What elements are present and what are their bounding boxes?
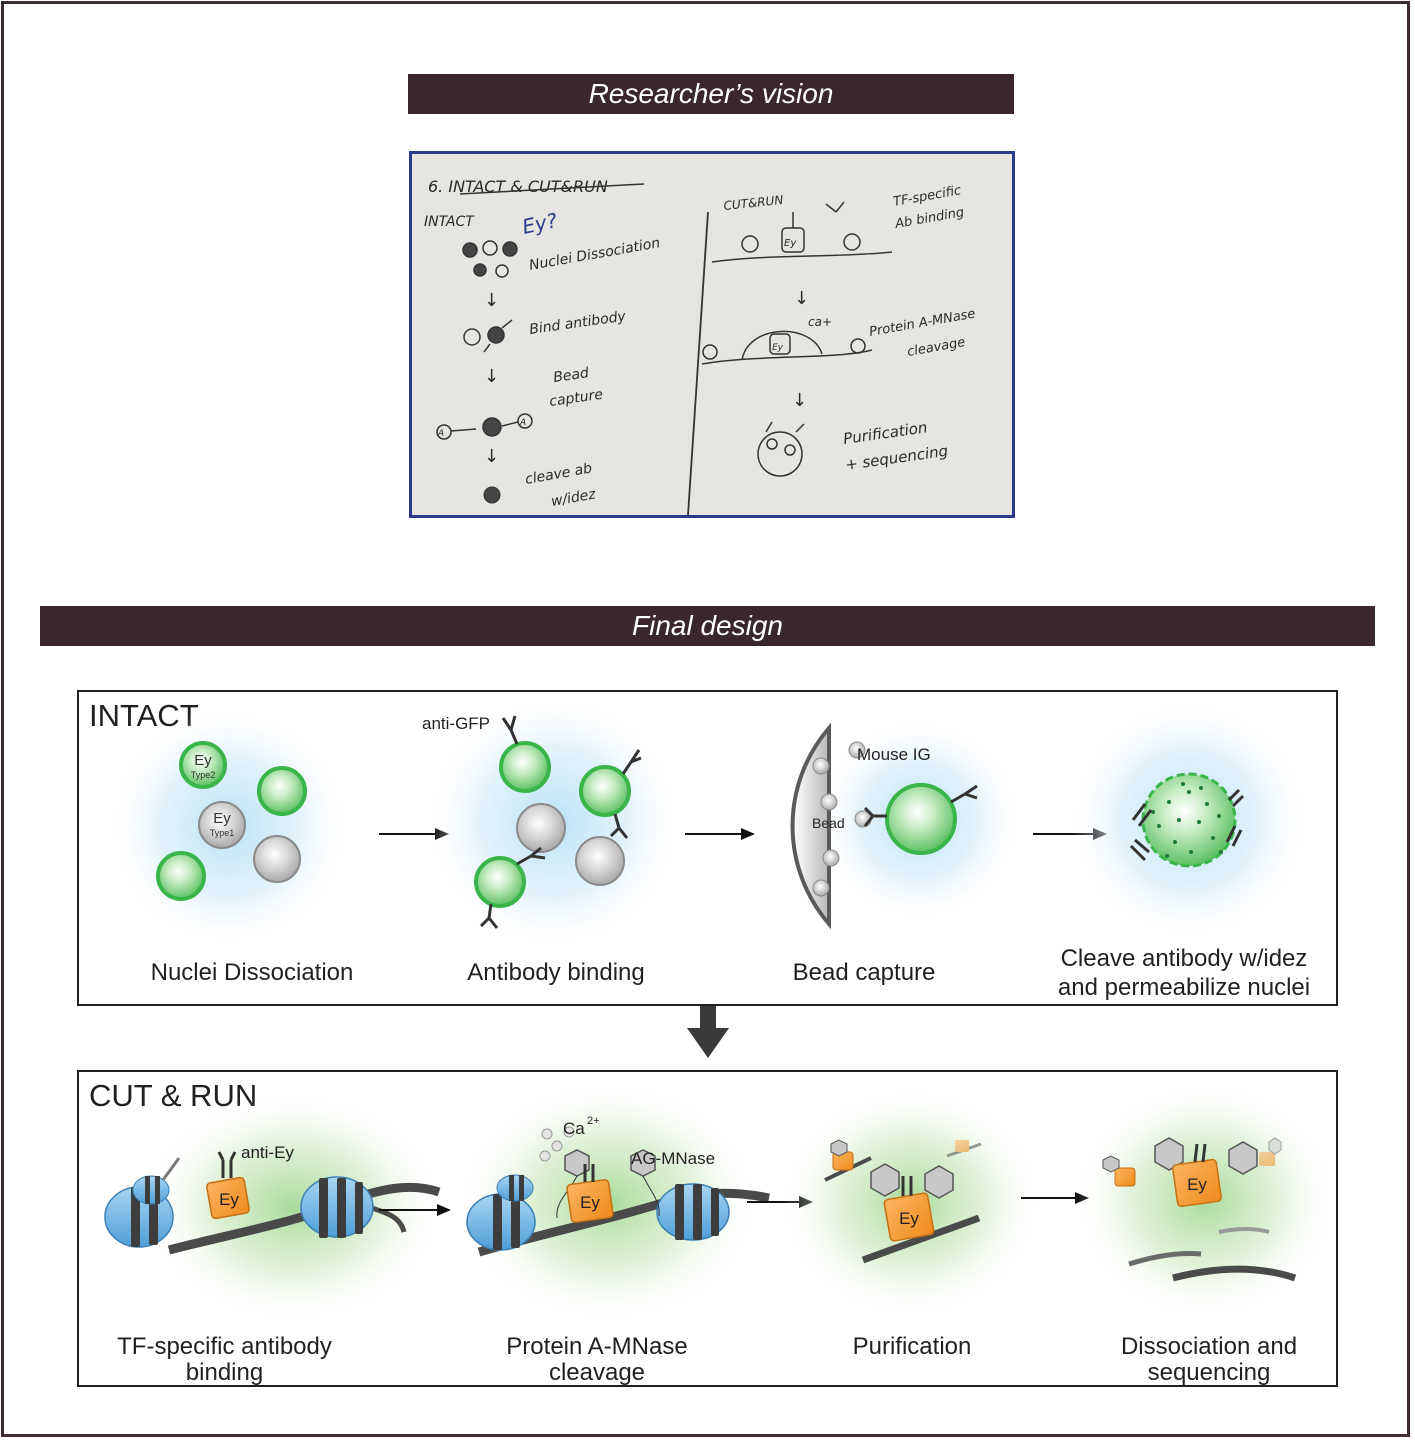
ag-mnase-label: AG-MNase [631,1149,715,1168]
sketch-title: 6. INTACT & CUT&RUN [428,177,608,196]
sketch-bead-letter-left: A [437,429,444,439]
ey-label: Ey [1187,1175,1207,1194]
grey-nucleus [254,836,300,882]
type2-label: Type2 [191,770,216,780]
intact-panel: INTACT Ey [77,690,1338,1006]
green-nucleus [476,858,524,906]
nucleosome-icon [657,1184,729,1240]
green-nucleus [259,768,305,814]
bead-particle [821,794,837,810]
ey-label: Ey [899,1209,919,1228]
sketch-bead-letter-right: A [519,418,526,428]
ey-type1-label: Ey [213,810,231,827]
down-arrow-icon [687,1006,729,1062]
ca-superscript: 2+ [587,1115,600,1127]
green-nucleus [501,743,549,791]
arrow-2 [685,828,755,840]
nucleosome-icon [301,1177,373,1238]
ey-label: Ey [580,1193,600,1212]
intact-step-3-label: Bead capture [739,960,989,986]
ey-label: Ey [219,1190,239,1209]
ca-label: Ca [563,1119,585,1138]
anti-gfp-label: anti-GFP [422,714,490,733]
sketch-cleave-icon [484,487,500,503]
sketch-ey-label-2: Ey [772,343,784,353]
final-design-banner: Final design [40,606,1375,646]
cutrun-panel: CUT & RUN [77,1070,1338,1387]
bead-particle [823,850,839,866]
bead-particle [813,880,829,896]
researcher-vision-banner: Researcher’s vision [408,74,1014,114]
sketch-arrow-3: ↓ [484,446,499,467]
mouse-ig-label: Mouse IG [857,745,931,764]
small-nucleosome-icon [497,1175,533,1201]
sketch-ca-note: ca+ [808,315,832,329]
grey-nucleus [517,804,565,852]
sketch-intact-heading: INTACT [424,214,475,230]
sketch-drawing: 6. INTACT & CUT&RUN INTACT Ey? Nuclei Di… [412,154,1012,515]
sketch-arrow-1: ↓ [484,290,499,311]
ey-type2-label: Ey [194,752,212,769]
cutrun-step-4-label: Dissociation and sequencing [1079,1334,1339,1386]
sketch-arrow-2: ↓ [484,366,499,387]
green-nucleus [581,767,629,815]
cutrun-step-1-label: TF-specific antibody binding [87,1334,362,1386]
halo-cr-step1 [144,1092,444,1322]
captured-nucleus [887,785,955,853]
sketch-ey-label-1: Ey [784,238,797,249]
grey-nucleus [576,837,624,885]
sketch-photo: 6. INTACT & CUT&RUN INTACT Ey? Nuclei Di… [409,151,1015,518]
sketch-arrow-5: ↓ [792,390,807,411]
sketch-arrow-4: ↓ [794,288,809,309]
intact-step-4-label: Cleave antibody w/idez and permeabilize … [1039,944,1329,1002]
green-nucleus [158,853,204,899]
type1-label: Type1 [210,828,235,838]
intact-step-2-label: Antibody binding [431,960,681,986]
bead-particle [813,758,829,774]
nucleosome-icon [467,1194,535,1250]
cutrun-step-3-label: Purification [787,1334,1037,1360]
intact-step-1-label: Nuclei Dissociation [127,960,377,986]
bead-label: Bead [812,815,845,831]
anti-ey-label: anti-Ey [241,1143,294,1162]
cutrun-step-2-label: Protein A-MNase cleavage [467,1334,727,1386]
